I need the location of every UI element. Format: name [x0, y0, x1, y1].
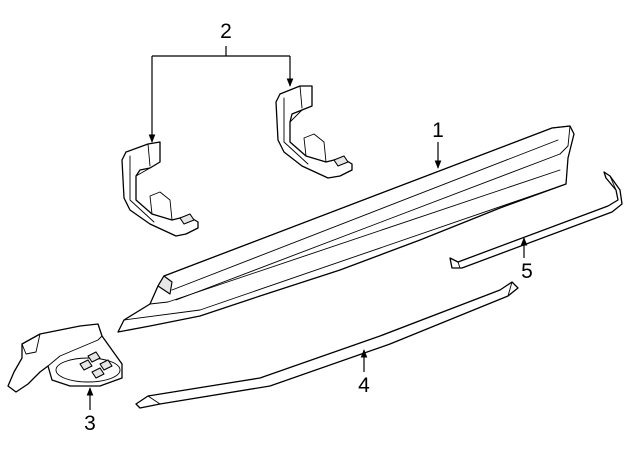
callout-3: 3 — [84, 412, 96, 435]
callout-4: 4 — [358, 374, 370, 397]
end-cap — [7, 323, 123, 393]
mounting-bracket-right — [275, 85, 353, 179]
callout-5: 5 — [521, 260, 533, 283]
running-board — [117, 125, 575, 333]
callout-2: 2 — [220, 20, 232, 43]
callout-1: 1 — [432, 119, 444, 142]
mounting-bracket-left — [121, 141, 199, 237]
lower-molding — [135, 281, 519, 409]
leader-lines — [86, 46, 528, 410]
rear-molding — [449, 171, 623, 269]
